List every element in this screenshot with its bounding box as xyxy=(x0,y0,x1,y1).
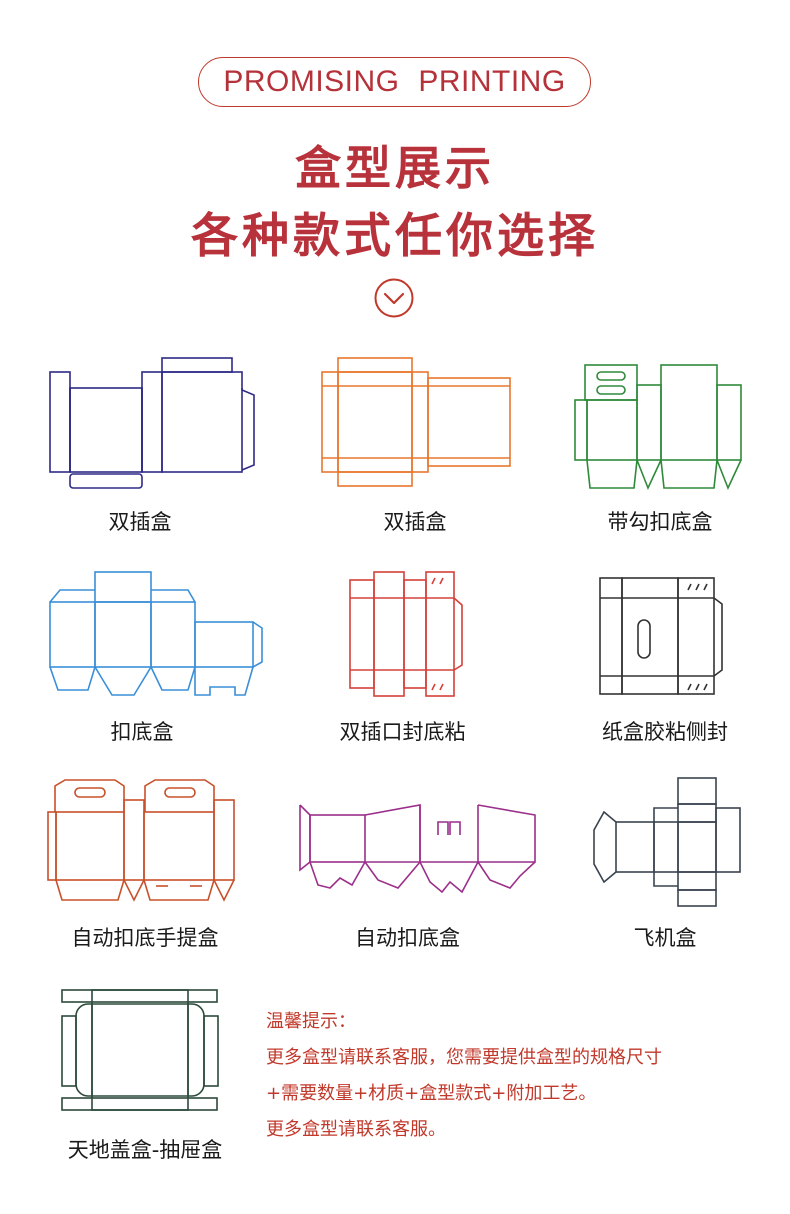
header-tagline: PROMISING PRINTING xyxy=(223,65,566,98)
page-subtitle: 各种款式任你选择 xyxy=(191,209,599,264)
tips-panel: 温馨提示： 更多盒型请联系客服，您需要提供盒型的规格尺寸 +需要数量+材质+盒型… xyxy=(266,1004,662,1148)
tips-line: 更多盒型请联系客服，您需要提供盒型的规格尺寸 xyxy=(266,1047,662,1068)
tips-line: +需要数量+材质+盒型款式+附加工艺。 xyxy=(266,1083,597,1104)
box-caption: 带勾扣底盒 xyxy=(607,510,713,534)
box-caption: 双插盒 xyxy=(108,510,172,534)
box-caption: 自动扣底盒 xyxy=(355,926,460,950)
box-caption: 双插盒 xyxy=(383,510,447,534)
box-caption: 天地盖盒-抽屉盒 xyxy=(67,1138,223,1162)
box-caption: 飞机盒 xyxy=(633,926,697,950)
box-caption: 自动扣底手提盒 xyxy=(71,926,219,950)
header-tagline-pill: PROMISING PRINTING xyxy=(198,57,591,107)
tips-heading: 温馨提示： xyxy=(266,1011,356,1032)
page-title: 盒型展示 xyxy=(295,141,495,195)
box-caption: 纸盒胶粘侧封 xyxy=(602,720,728,744)
chevron-down-circle-icon[interactable] xyxy=(374,278,414,318)
box-caption: 双插口封底粘 xyxy=(339,720,466,744)
tips-line: 更多盒型请联系客服。 xyxy=(266,1119,446,1140)
box-caption: 扣底盒 xyxy=(110,720,174,744)
